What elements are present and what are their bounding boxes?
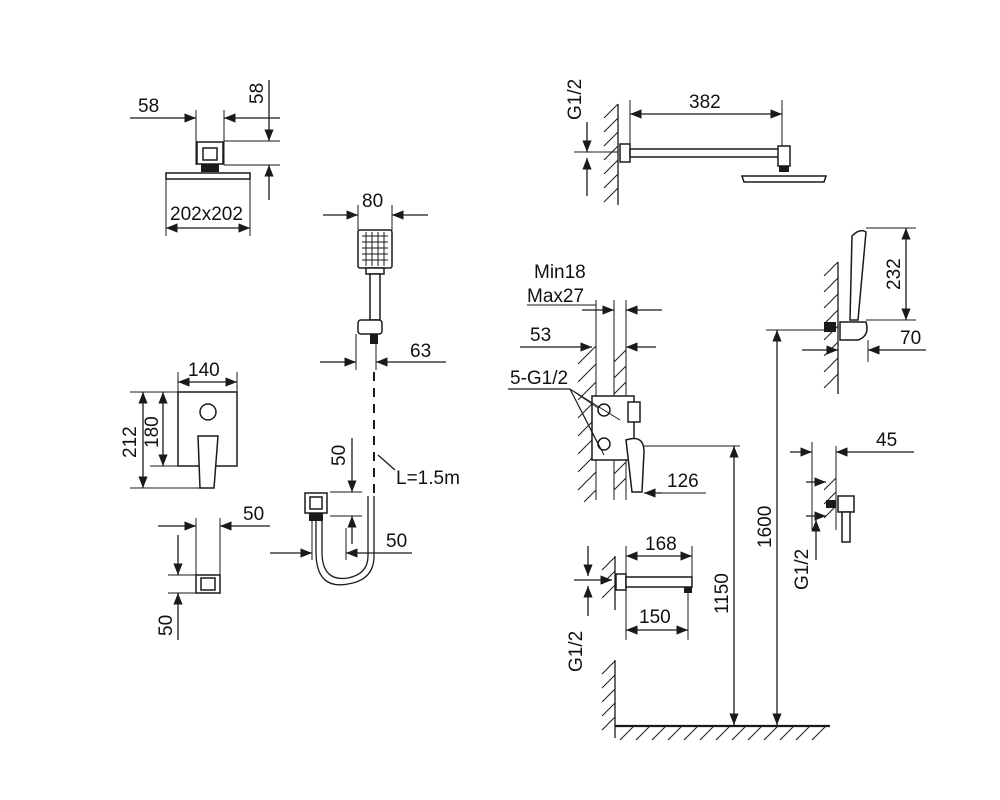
ports-label: 5-G1/2	[510, 368, 568, 389]
concealed-valve-section: Min18 Max27 53 5-	[508, 262, 740, 503]
wall-hatch-top	[603, 103, 619, 203]
hand-holder-view: 232 70	[766, 227, 926, 394]
outlet-spacing-label: 45	[876, 430, 897, 451]
recess-depth-label: 53	[530, 325, 551, 346]
valve-protrusion-label: 126	[667, 471, 699, 492]
bath-spout-view: G1/2 168 150	[566, 534, 693, 738]
wall-min-label: Min18	[534, 262, 586, 283]
outlet-width-label: 50	[243, 504, 264, 525]
inlet-right-label: G1/2	[792, 549, 813, 590]
hand-shower-nozzles	[362, 232, 388, 266]
bracket-offset-label: 50	[386, 531, 407, 552]
hand-width-label: 80	[362, 191, 383, 212]
inlet-bottom-label: G1/2	[566, 631, 587, 672]
wall-outlet-view: 50 50	[156, 504, 270, 640]
shower-arm-view: G1/2 382	[565, 79, 828, 205]
valve-inner-height-label: 180	[142, 416, 163, 448]
wall-hatch-side	[823, 477, 837, 519]
hand-height-label: 232	[884, 258, 905, 290]
arm-length-label: 382	[689, 92, 721, 113]
height-1600-label: 1600	[755, 506, 776, 548]
hose-length-label: L=1.5m	[396, 468, 460, 489]
head-height-label: 58	[247, 83, 268, 104]
hand-offset-label: 63	[410, 341, 431, 362]
overhead-shower-head-view: 58 58 202x202	[130, 80, 280, 236]
bracket-height-label: 50	[329, 445, 350, 466]
floor-hatch	[619, 725, 827, 741]
outlet-height-label: 50	[156, 615, 177, 636]
height-1150-label: 1150	[712, 573, 733, 614]
wall-max-label: Max27	[527, 286, 584, 307]
valve-width-label: 140	[188, 360, 220, 381]
wall-hatch-spout	[601, 556, 616, 731]
holder-depth-label: 70	[900, 328, 921, 349]
overall-height-dimensions: 1600 1150	[712, 330, 782, 725]
valve-outer-height-label: 212	[120, 426, 141, 458]
floor-line	[615, 724, 830, 741]
inlet-top-label: G1/2	[565, 79, 586, 120]
spout-length-label: 168	[645, 534, 677, 555]
side-outlet-view: 45 G1/2	[790, 430, 914, 590]
spout-reach-label: 150	[639, 607, 671, 628]
head-size-label: 202x202	[170, 204, 243, 225]
valve-plate-view: 140 212 180	[120, 360, 238, 489]
head-width-label: 58	[138, 96, 159, 117]
hand-shower-view: 80 63 L=1.5m 50 50	[270, 191, 460, 586]
